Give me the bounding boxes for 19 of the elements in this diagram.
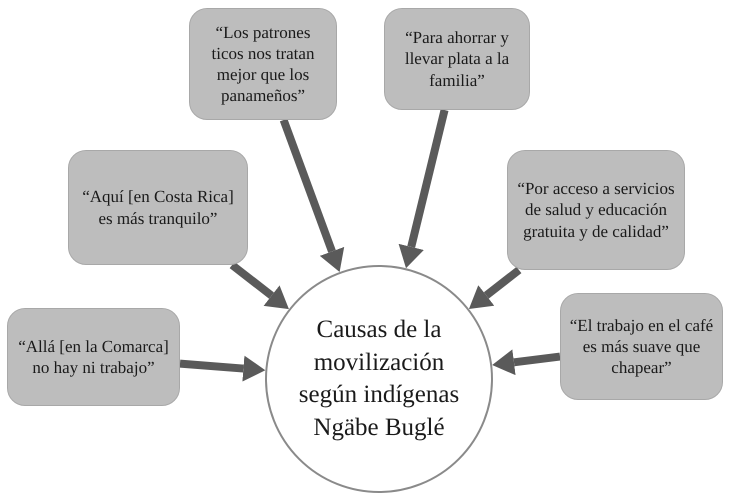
quote-box [7, 308, 180, 406]
quote-box [68, 150, 248, 265]
quote-box [560, 293, 723, 400]
quote-text: “Los patrones ticos nos tratan mejor que los panameños” [210, 22, 316, 106]
quote-text: “Aquí [en Costa Rica] es más tranquilo” [81, 186, 235, 229]
arrow [468, 266, 522, 309]
quote-box [189, 8, 337, 120]
quote-text: “Por acceso a servicios de salud y educación gratuita y de calidad” [516, 178, 676, 242]
arrow [280, 118, 344, 272]
arrow [398, 109, 448, 268]
quote-box [384, 8, 530, 110]
arrow [492, 349, 560, 376]
quote-box [507, 150, 685, 270]
arrow [180, 356, 266, 382]
quote-text: “El trabajo en el café es más suave que chapear” [569, 314, 714, 378]
quote-text: “Para ahorrar y llevar plata a la familia” [404, 27, 510, 91]
arrow [230, 262, 289, 310]
quote-text: “Allá [en la Comarca] no hay ni trabajo” [17, 336, 170, 378]
topic-text: Causas de la movilización según indígenas Ngäbe Buglé [298, 315, 460, 442]
